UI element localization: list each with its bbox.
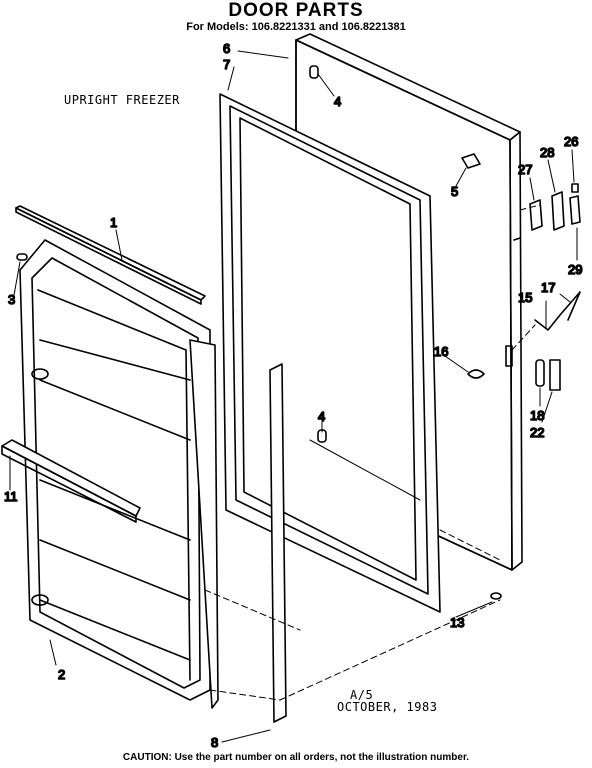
model-subtitle: For Models: 106.8221331 and 106.8221381	[186, 21, 406, 33]
vertical-breaker-strip	[269, 363, 287, 723]
callout-15: 15	[518, 290, 532, 305]
callout-13: 13	[450, 615, 464, 630]
callout-4-bottom: 4	[318, 409, 325, 424]
callout-4-top: 4	[334, 94, 341, 109]
callout-26: 26	[564, 134, 578, 149]
assembly-guide-lines	[204, 204, 541, 701]
callout-7: 7	[223, 57, 230, 72]
callout-16: 16	[434, 344, 448, 359]
callout-29: 29	[568, 262, 582, 277]
caution-note: CAUTION: Use the part number on all orde…	[122, 752, 470, 763]
callout-27: 27	[518, 162, 532, 177]
revision-code: A/5	[350, 688, 374, 702]
callout-18: 18	[530, 408, 544, 423]
small-hardware-parts	[16, 65, 581, 600]
breaker-strip	[15, 205, 206, 305]
callout-leader-lines	[9, 50, 578, 743]
callout-28: 28	[540, 145, 554, 160]
callout-3: 3	[8, 292, 15, 307]
callout-6: 6	[223, 41, 230, 56]
product-label: UPRIGHT FREEZER	[64, 93, 180, 107]
page-title: DOOR PARTS	[228, 0, 364, 21]
revision-date: OCTOBER, 1983	[337, 700, 438, 714]
callout-2: 2	[58, 667, 65, 682]
callout-5: 5	[451, 184, 458, 199]
callout-1: 1	[110, 215, 117, 230]
callout-17: 17	[541, 280, 555, 295]
shelf-retainer-bar	[1, 439, 141, 523]
callout-22: 22	[530, 425, 544, 440]
callout-8: 8	[211, 735, 218, 750]
callout-11: 11	[4, 489, 18, 504]
inner-door-liner	[19, 239, 219, 709]
